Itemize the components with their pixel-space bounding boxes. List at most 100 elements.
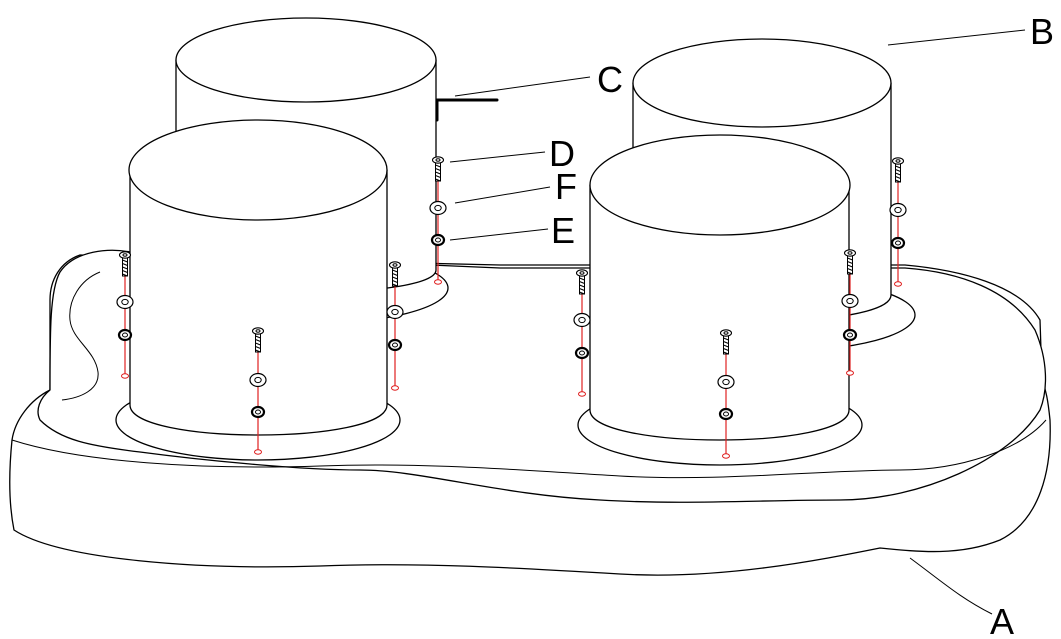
fastener-8-screw-socket bbox=[895, 159, 901, 163]
fastener-6-screw-thread bbox=[847, 268, 853, 271]
fastener-stacks bbox=[116, 156, 907, 459]
fastener-8-screw-thread bbox=[895, 172, 901, 176]
fastener-5-screw-socket bbox=[579, 271, 585, 275]
cylinder-front-right-body bbox=[589, 184, 850, 441]
fastener-7-screw-thread bbox=[723, 344, 729, 348]
fastener-7-mounting-hole bbox=[722, 453, 730, 459]
hex-key-tool bbox=[435, 98, 499, 122]
fastener-4-screw-thread bbox=[435, 178, 441, 182]
fastener-8-screw-thread bbox=[895, 176, 901, 179]
fastener-7-screw-shaft bbox=[723, 333, 729, 355]
fastener-6-screw-thread bbox=[847, 261, 853, 264]
base-left-contour bbox=[61, 271, 101, 401]
callout-e: E bbox=[551, 210, 575, 251]
cylinder-front-left-top bbox=[128, 119, 388, 221]
fastener-7-lock-washer-bore bbox=[723, 411, 729, 417]
fastener-1-lock-washer-bore bbox=[122, 332, 128, 338]
fastener-5-mounting-hole bbox=[578, 391, 586, 397]
fastener-1-screw-thread bbox=[122, 270, 128, 273]
fastener-3-flat-washer-bore bbox=[254, 376, 262, 384]
fastener-6-screw-socket bbox=[847, 251, 853, 255]
fastener-6-lock-washer-bore bbox=[847, 332, 853, 338]
fastener-2-screw-thread bbox=[392, 283, 398, 287]
fastener-1-screw-socket bbox=[122, 253, 128, 257]
fastener-3-lock-washer-bore bbox=[255, 409, 261, 415]
fastener-2-screw-shaft bbox=[392, 265, 398, 287]
fastener-2-lock-washer-bore bbox=[392, 342, 398, 348]
fastener-4-screw-thread bbox=[435, 164, 441, 168]
leader-f bbox=[454, 186, 551, 204]
fastener-2-mounting-hole bbox=[391, 385, 399, 391]
leader-b bbox=[887, 29, 1026, 46]
fastener-1-screw-thread bbox=[122, 263, 128, 266]
fastener-5-lock-washer-bore bbox=[579, 350, 585, 356]
fastener-4-mounting-hole bbox=[434, 279, 442, 285]
fastener-8-screw-thread bbox=[895, 165, 901, 169]
fastener-4-flat-washer-bore bbox=[434, 204, 442, 212]
fastener-5-flat-washer-bore bbox=[578, 316, 586, 324]
fastener-8-screw-thread bbox=[895, 179, 901, 183]
fastener-5-screw-thread bbox=[579, 288, 585, 291]
fastener-6-mounting-hole bbox=[846, 370, 854, 376]
fastener-7-screw-thread bbox=[723, 351, 729, 355]
fastener-6-screw-thread bbox=[847, 271, 853, 275]
callout-c: C bbox=[597, 59, 623, 100]
fastener-3-screw-thread bbox=[255, 342, 261, 346]
fastener-2-screw-thread bbox=[392, 273, 398, 276]
fastener-5-screw-thread bbox=[579, 281, 585, 284]
fastener-1-screw-thread bbox=[122, 273, 128, 277]
fastener-6-flat-washer-bore bbox=[846, 297, 854, 305]
fastener-8-screw-thread bbox=[895, 169, 901, 172]
base-slab-edge bbox=[11, 419, 1047, 479]
fastener-3-screw-thread bbox=[255, 349, 261, 353]
cylinder-front-right bbox=[577, 134, 863, 466]
fastener-4-screw-socket bbox=[435, 158, 441, 162]
callout-leaders bbox=[449, 29, 1026, 615]
fastener-2-flat-washer-bore bbox=[391, 308, 399, 316]
cylinder-front-left-body bbox=[129, 169, 388, 436]
fastener-7-screw-socket bbox=[723, 331, 729, 335]
fastener-3-screw-socket bbox=[255, 329, 261, 333]
fastener-8-mounting-hole bbox=[894, 281, 902, 287]
fastener-6-screw-thread bbox=[847, 264, 853, 268]
fastener-1-mounting-hole bbox=[121, 373, 129, 379]
fastener-1-screw-thread bbox=[122, 259, 128, 263]
fastener-3-screw-thread bbox=[255, 346, 261, 349]
fastener-3-screw-thread bbox=[255, 339, 261, 342]
fastener-4-screw-thread bbox=[435, 175, 441, 178]
fastener-3-mounting-hole bbox=[254, 449, 262, 455]
cylinder-rear-right-top bbox=[632, 38, 892, 128]
cylinder-rear-left-top bbox=[175, 17, 437, 103]
fastener-2-screw-thread bbox=[392, 276, 398, 280]
fastener-5-screw-thread bbox=[579, 284, 585, 288]
fastener-7-screw-thread bbox=[723, 341, 729, 344]
fastener-8-flat-washer-bore bbox=[894, 206, 902, 214]
fastener-1-screw-shaft bbox=[122, 255, 128, 277]
fastener-4-lock-washer-bore bbox=[435, 237, 441, 243]
callout-b: B bbox=[1030, 11, 1054, 52]
fastener-2-screw-socket bbox=[392, 263, 398, 267]
fastener-3-screw-thread bbox=[255, 335, 261, 339]
leader-c bbox=[454, 76, 591, 97]
fastener-4-screw-thread bbox=[435, 171, 441, 175]
fastener-7-screw-thread bbox=[723, 337, 729, 341]
fastener-7-flat-washer-bore bbox=[722, 378, 730, 386]
callout-a: A bbox=[990, 601, 1014, 639]
fastener-5-screw-thread bbox=[579, 291, 585, 295]
fastener-1-flat-washer-bore bbox=[121, 298, 129, 306]
fastener-6-screw-shaft bbox=[847, 253, 853, 275]
fastener-5-screw-shaft bbox=[579, 273, 585, 295]
fastener-6-screw-thread bbox=[847, 257, 853, 261]
fastener-4-screw-shaft bbox=[435, 160, 441, 182]
fastener-3-screw-shaft bbox=[255, 331, 261, 353]
fastener-7-screw-thread bbox=[723, 348, 729, 351]
fastener-1-screw-thread bbox=[122, 266, 128, 270]
fastener-8-screw-shaft bbox=[895, 161, 901, 183]
fastener-2-screw-thread bbox=[392, 280, 398, 283]
leader-d bbox=[449, 151, 546, 163]
cylinder-front-right-top bbox=[589, 134, 851, 236]
callout-d: D bbox=[549, 133, 575, 174]
fastener-4-screw-thread bbox=[435, 168, 441, 171]
fastener-8-lock-washer-bore bbox=[895, 240, 901, 246]
